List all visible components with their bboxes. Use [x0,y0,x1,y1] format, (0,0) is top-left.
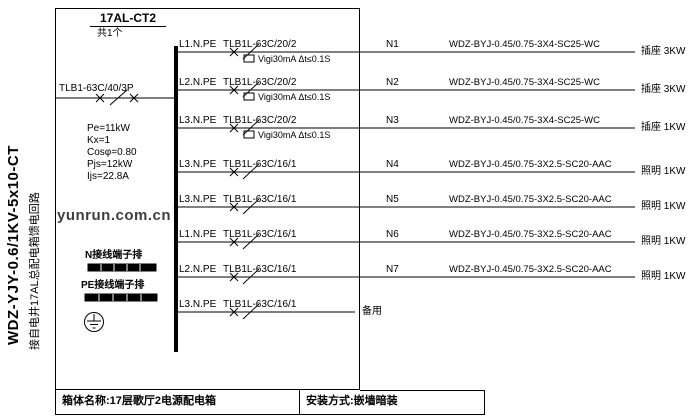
circuit-breaker-label: TLB1L-63C/20/2 [223,39,297,50]
circuit-rcd-label: Vigi30mA Δt≤0.1S [258,130,331,140]
circuit-breaker-label: TLB1L-63C/16/1 [223,229,297,240]
circuit-line [173,163,635,180]
circuit-rcd-label: Vigi30mA Δt≤0.1S [258,92,331,102]
n-terminal-label: N接线端子排 [85,250,143,261]
circuit-cable-label: WDZ-BYJ-0.45/0.75-3X4-SC25-WC [449,39,600,50]
circuit-cable-label: WDZ-BYJ-0.45/0.75-3X2.5-SC20-AAC [449,194,612,205]
circuit-breaker-label: TLB1L-63C/20/2 [223,77,297,88]
circuit-number: N3 [386,115,399,126]
circuit-number: N5 [386,194,399,205]
circuit-phase-label: L1.N.PE [179,229,217,240]
param-pjs: Pjs=12kW [87,159,133,170]
param-cos: Cosφ=0.80 [87,147,137,158]
pe-terminal-label: PE接线端子排 [81,280,145,291]
circuit-line [173,268,635,285]
circuit-phase-label: L3.N.PE [179,194,217,205]
circuit-phase-label: L2.N.PE [179,264,217,275]
incoming-breaker-symbol [56,89,176,106]
circuit-load-label: 照明 1KW [641,166,686,177]
circuit-load-label: 插座 3KW [641,84,686,95]
circuit-line [173,81,635,101]
circuit-line [173,43,635,63]
circuit-line [173,198,635,215]
circuit-number: N6 [386,229,399,240]
circuit-breaker-label: TLB1L-63C/16/1 [223,159,297,170]
circuit-line [173,233,635,250]
circuit-number: N7 [386,264,399,275]
circuit-phase-label: L3.N.PE [179,115,217,126]
footer-install-method: 安装方式:嵌墙暗装 [306,395,398,407]
footer-table [55,390,485,415]
circuit-breaker-label: TLB1L-63C/16/1 [223,299,297,310]
circuit-cable-label: WDZ-BYJ-0.45/0.75-3X4-SC25-WC [449,115,600,126]
circuit-breaker-label: TLB1L-63C/20/2 [223,115,297,126]
circuit-cable-label: WDZ-BYJ-0.45/0.75-3X2.5-SC20-AAC [449,229,612,240]
panel-outline [55,8,360,390]
circuit-breaker-label: TLB1L-63C/16/1 [223,194,297,205]
circuit-load-label: 照明 1KW [641,236,686,247]
circuit-load-label: 插座 3KW [641,46,686,57]
footer-box-name: 箱体名称:17层歌厅2电源配电箱 [62,395,217,407]
param-pe: Pe=11kW [87,123,130,134]
circuit-number: N2 [386,77,399,88]
circuit-load-label: 插座 1KW [641,122,686,133]
circuit-breaker-label: TLB1L-63C/16/1 [223,264,297,275]
pe-terminal-bar [84,293,158,302]
circuit-cable-label: WDZ-BYJ-0.45/0.75-3X4-SC25-WC [449,77,600,88]
circuit-number: N4 [386,159,399,170]
circuit-phase-label: L1.N.PE [179,39,217,50]
param-ijs: Ijs=22.8A [87,171,129,182]
circuit-number: N1 [386,39,399,50]
feeder-cable-label: WDZ-YJY-0.6/1KV-5x10-CT [5,145,22,345]
circuit-phase-label: L3.N.PE [179,299,217,310]
param-kx: Kx=1 [87,135,111,146]
circuit-line [173,119,635,139]
panel-title: 17AL-CT2 [90,11,166,27]
spare-label: 备用 [362,306,382,317]
panel-count: 共1个 [97,28,123,39]
circuit-load-label: 照明 1KW [641,271,686,282]
circuit-cable-label: WDZ-BYJ-0.45/0.75-3X2.5-SC20-AAC [449,264,612,275]
n-terminal-bar [87,263,157,272]
circuit-rcd-label: Vigi30mA Δt≤0.1S [258,54,331,64]
circuit-load-label: 照明 1KW [641,201,686,212]
circuit-phase-label: L3.N.PE [179,159,217,170]
ground-icon [84,312,104,332]
watermark: yunrun.com.cn [57,207,172,224]
feeder-source-label: 接自电井17AL总配电箱馈电回路 [29,192,41,350]
main-breaker-label: TLB1-63C/40/3P [59,83,134,94]
circuit-phase-label: L2.N.PE [179,77,217,88]
circuit-cable-label: WDZ-BYJ-0.45/0.75-3X2.5-SC20-AAC [449,159,612,170]
circuit-line-spare [173,303,355,320]
